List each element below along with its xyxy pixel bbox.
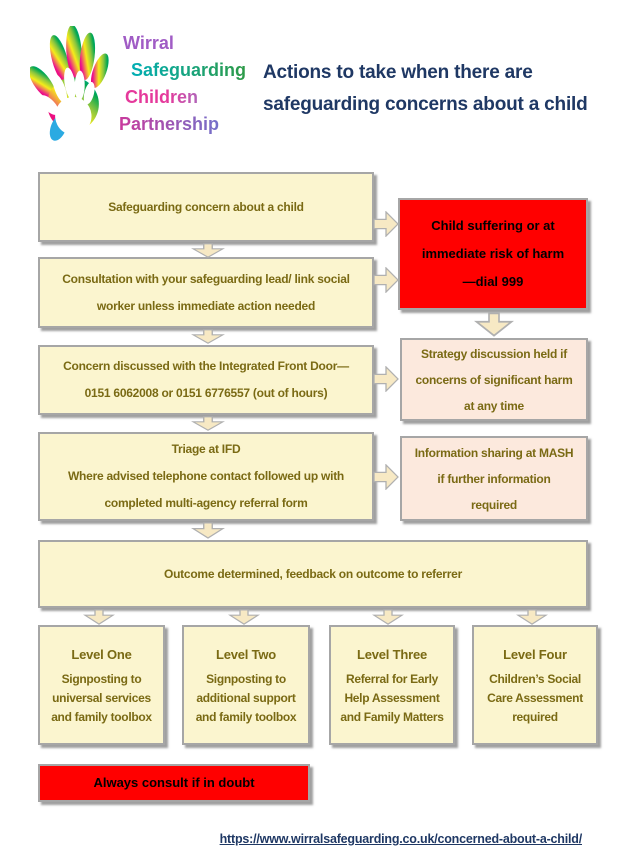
flow-box-front-door-text: Concern discussed with the Integrated Fr… xyxy=(63,359,349,400)
wsc-partnership-logo: Wirral Safeguarding Children Partnership xyxy=(30,22,246,147)
rainbow-hand-icon xyxy=(30,26,109,141)
flow-box-triage: Triage at IFD Where advised telephone co… xyxy=(38,432,374,521)
flow-box-outcome: Outcome determined, feedback on outcome … xyxy=(38,540,588,608)
level-three-title: Level Three xyxy=(356,646,428,662)
logo-word-children: Children xyxy=(125,84,246,111)
right-arrow-icon xyxy=(373,211,399,237)
flow-box-level-two: Level Two Signposting to additional supp… xyxy=(182,625,310,745)
flow-box-triage-text: Triage at IFD Where advised telephone co… xyxy=(67,442,345,510)
flow-box-concern: Safeguarding concern about a child xyxy=(38,172,374,242)
level-one-body: Signposting to universal services and fa… xyxy=(51,671,152,724)
flow-box-mash: Information sharing at MASH if further i… xyxy=(400,436,588,521)
flow-box-dial-999: Child suffering or at immediate risk of … xyxy=(398,198,588,310)
flow-box-outcome-text: Outcome determined, feedback on outcome … xyxy=(164,566,462,581)
level-one-title: Level One xyxy=(71,646,132,662)
down-arrow-icon xyxy=(474,312,514,337)
flow-box-consultation-text: Consultation with your safeguarding lead… xyxy=(62,271,350,313)
flow-box-level-one: Level One Signposting to universal servi… xyxy=(38,625,165,745)
down-arrow-icon xyxy=(191,243,225,258)
flow-box-consultation: Consultation with your safeguarding lead… xyxy=(38,257,374,328)
down-arrow-icon xyxy=(228,609,260,625)
level-three-body: Referral for Early Help Assessment and F… xyxy=(340,671,444,724)
level-four-body: Children’s Social Care Assessment requir… xyxy=(487,671,583,724)
page-title: Actions to take when there are safeguard… xyxy=(263,62,588,115)
level-two-body: Signposting to additional support and fa… xyxy=(195,671,297,724)
logo-wordmark: Wirral Safeguarding Children Partnership xyxy=(98,30,246,138)
flow-box-level-three: Level Three Referral for Early Help Asse… xyxy=(329,625,455,745)
right-arrow-icon xyxy=(373,366,399,392)
right-arrow-icon xyxy=(373,267,399,293)
down-arrow-icon xyxy=(372,609,404,625)
concerned-about-a-child-link[interactable]: https://www.wirralsafeguarding.co.uk/con… xyxy=(219,832,583,846)
right-arrow-icon xyxy=(373,464,399,490)
down-arrow-icon xyxy=(191,522,225,539)
logo-word-wirral: Wirral xyxy=(123,33,174,53)
level-four-title: Level Four xyxy=(503,646,567,662)
flow-box-front-door: Concern discussed with the Integrated Fr… xyxy=(38,345,374,415)
flow-box-always-consult: Always consult if in doubt xyxy=(38,764,310,802)
flow-box-strategy-text: Strategy discussion held if concerns of … xyxy=(415,346,573,413)
flow-box-strategy: Strategy discussion held if concerns of … xyxy=(400,338,588,421)
level-two-title: Level Two xyxy=(215,646,277,662)
flow-box-dial-999-text: Child suffering or at immediate risk of … xyxy=(421,218,565,289)
flow-box-concern-text: Safeguarding concern about a child xyxy=(108,199,304,214)
down-arrow-icon xyxy=(516,609,548,625)
flow-box-always-consult-text: Always consult if in doubt xyxy=(93,775,255,790)
logo-word-partnership: Partnership xyxy=(119,111,246,138)
down-arrow-icon xyxy=(191,329,225,344)
down-arrow-icon xyxy=(191,416,225,431)
flow-box-level-four: Level Four Children’s Social Care Assess… xyxy=(472,625,598,745)
flow-box-mash-text: Information sharing at MASH if further i… xyxy=(414,445,574,512)
down-arrow-icon xyxy=(83,609,115,625)
logo-word-safeguarding: Safeguarding xyxy=(131,57,246,84)
